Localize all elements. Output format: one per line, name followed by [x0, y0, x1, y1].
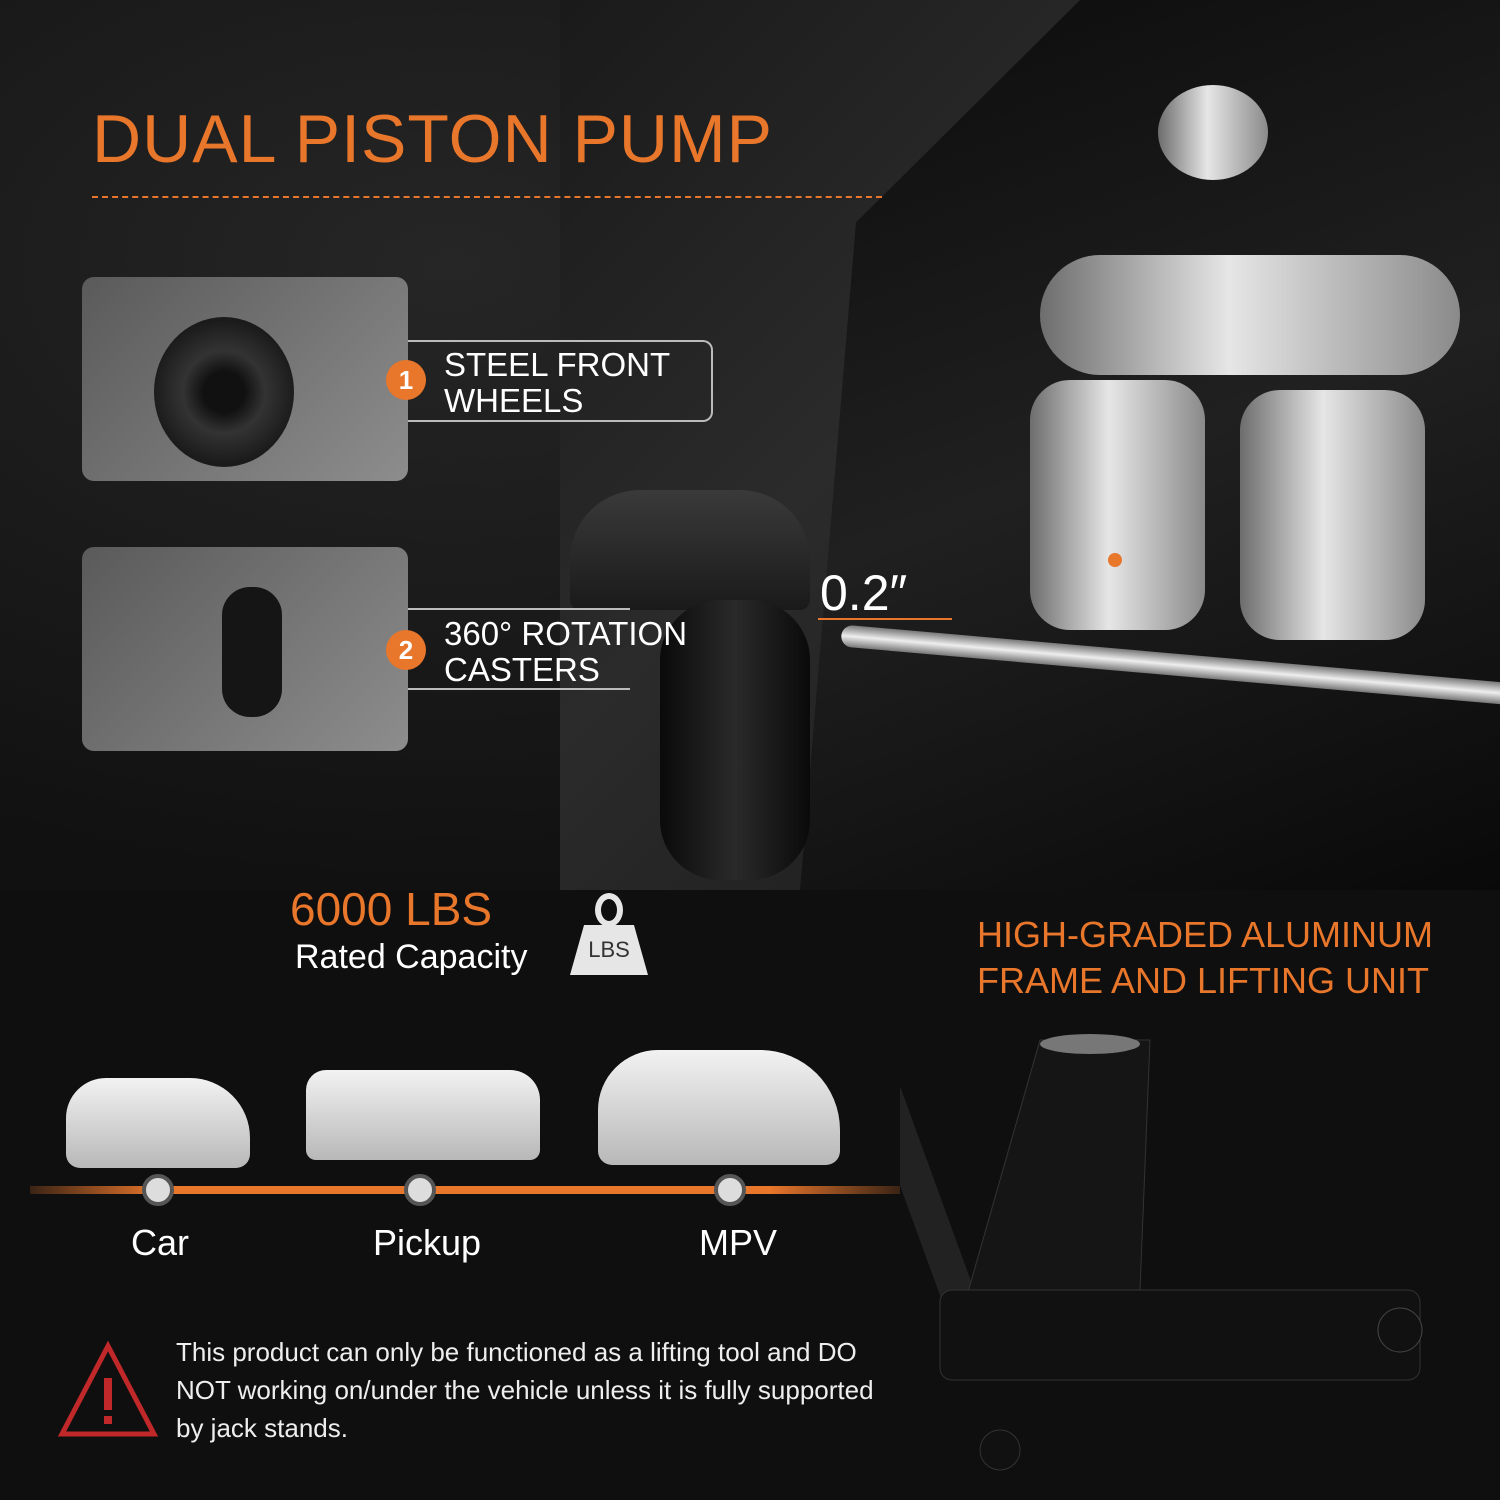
vehicle-label-car: Car — [130, 1222, 189, 1263]
vehicle-label-pickup: Pickup — [372, 1222, 482, 1263]
pump-crossbar — [1040, 255, 1460, 375]
timeline-dot-car — [142, 1174, 174, 1206]
timeline-dot-mpv — [714, 1174, 746, 1206]
caster-image — [222, 587, 282, 717]
timeline-dot-pickup — [404, 1174, 436, 1206]
vehicle-label-mpv: MPV — [698, 1222, 777, 1263]
feature-1-badge: 1 — [386, 360, 426, 400]
capacity-value: 6000 LBS — [290, 883, 493, 935]
pickup-image — [306, 1070, 540, 1160]
car-image — [66, 1078, 250, 1168]
steel-wheel-thumbnail — [82, 277, 408, 481]
material-heading: HIGH-GRADED ALUMINUM FRAME AND LIFTING U… — [977, 914, 1434, 1001]
warning-icon — [58, 1340, 158, 1437]
warning-text: This product can only be functioned as a… — [176, 1337, 874, 1443]
capacity-label: Rated Capacity — [295, 938, 528, 976]
caster-wheel — [660, 600, 810, 880]
steel-wheel-image — [154, 317, 294, 467]
feature-2-badge: 2 — [386, 630, 426, 670]
callout-dot — [1108, 553, 1122, 567]
piston-gap-measurement: 0.2″ — [820, 565, 908, 621]
piston-cylinder-right — [1240, 390, 1425, 640]
page-title: DUAL PISTON PUMP — [92, 101, 774, 177]
pump-knob — [1158, 85, 1268, 180]
floor-jack-image — [900, 1034, 1423, 1471]
feature-1-label: STEEL FRONT WHEELS — [408, 340, 713, 422]
caster-thumbnail — [82, 547, 408, 751]
caster-bracket — [570, 490, 810, 610]
vehicle-timeline — [30, 1186, 900, 1194]
weight-icon-ring — [595, 893, 623, 927]
piston-cylinder-left — [1030, 380, 1205, 630]
weight-icon: LBS — [570, 925, 648, 975]
measurement-line — [818, 618, 952, 620]
feature-2-label: 360° ROTATION CASTERS — [408, 608, 687, 690]
mpv-image — [598, 1050, 840, 1165]
title-divider — [92, 196, 882, 198]
